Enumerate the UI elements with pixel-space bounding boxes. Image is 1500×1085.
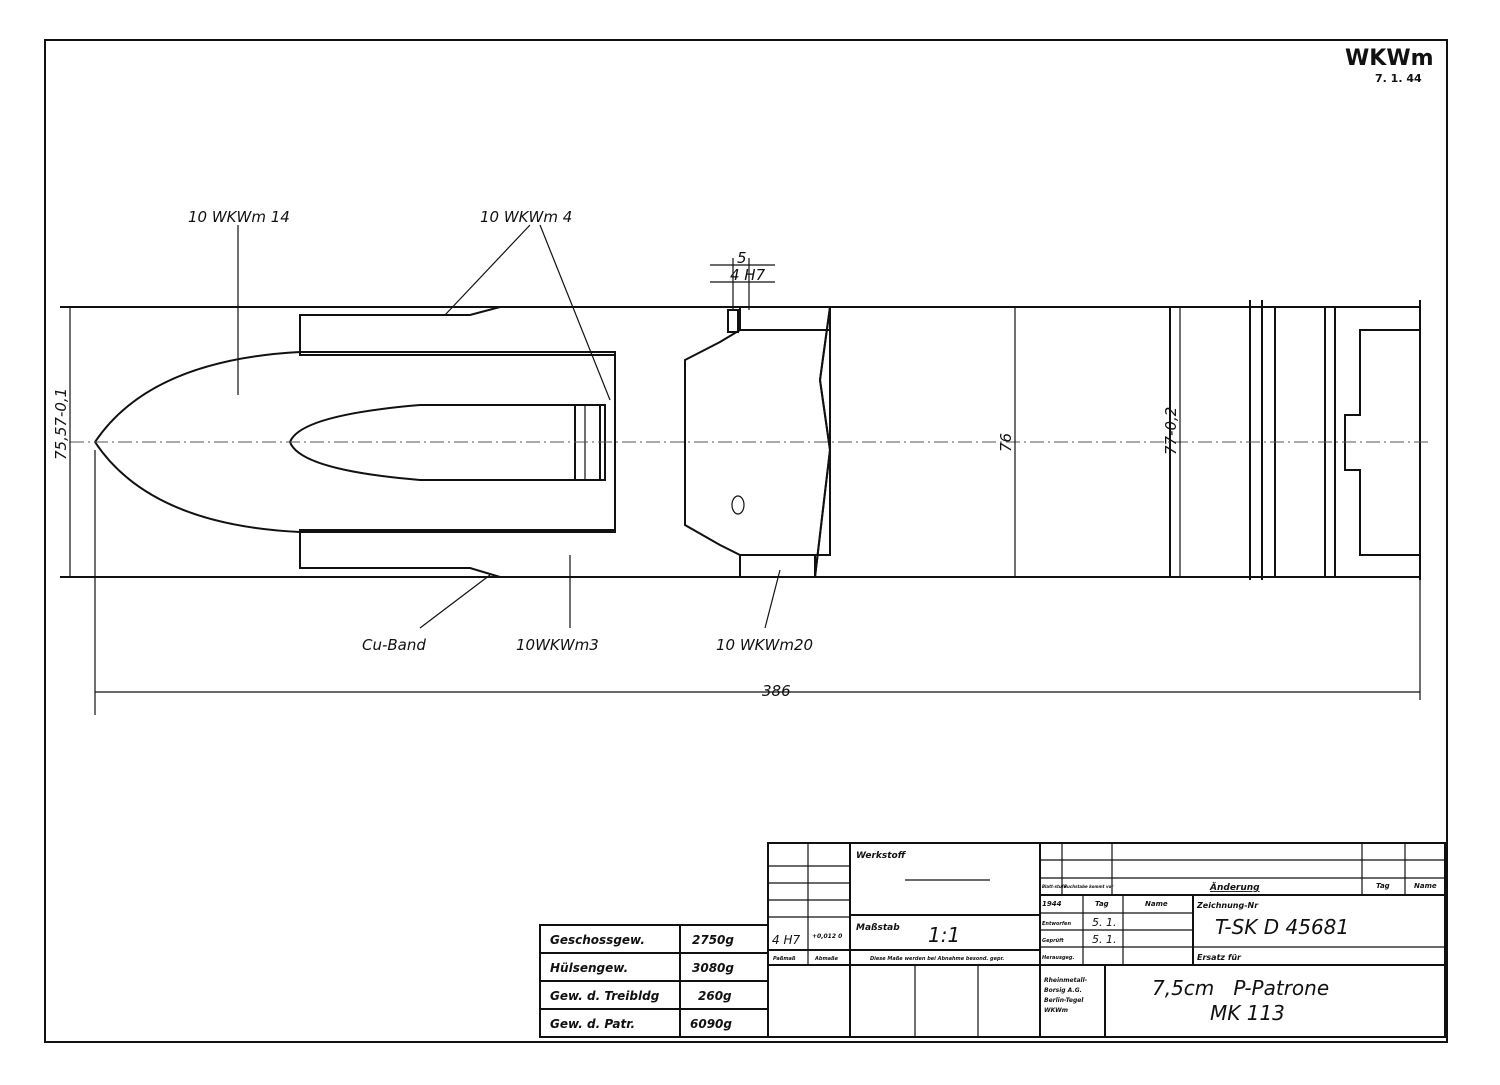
herausgeg-label: Herausgeg. <box>1042 955 1075 961</box>
weight-label: Gew. d. Treibldg <box>550 989 660 1003</box>
dim-4h7: 4 H7 <box>730 266 766 284</box>
dim-front-diameter: 75,57-0,1 <box>52 388 70 460</box>
company-line: Rheinmetall- <box>1044 977 1088 984</box>
blatt-label: Blatt-stufe <box>1042 884 1066 889</box>
massstab-label: Maßstab <box>856 923 900 933</box>
ersatz-label: Ersatz für <box>1197 953 1242 962</box>
projectile <box>93 351 616 533</box>
weight-label: Hülsengew. <box>550 961 628 975</box>
company-line: Berlin-Tegel <box>1044 997 1084 1004</box>
drawing-border <box>44 39 1448 1043</box>
drawing-number-label: Zeichnung-Nr <box>1196 901 1259 910</box>
name-header: Name <box>1414 882 1437 890</box>
label-part-20: 10 WKWm20 <box>716 636 813 654</box>
label-part-14: 10 WKWm 14 <box>188 208 290 226</box>
werkstoff-label: Werkstoff <box>856 851 907 861</box>
cartridge-section <box>60 300 1430 580</box>
weight-value: 6090g <box>690 1017 732 1031</box>
entworfen-date: 5. 1. <box>1092 916 1117 929</box>
geprueft-label: Geprüft <box>1042 938 1064 944</box>
company-line: Borsig A.G. <box>1044 987 1082 994</box>
tag-header: Tag <box>1376 882 1390 890</box>
buchstabe-label: Buchstabe kommt vor <box>1064 884 1114 889</box>
dim-5: 5 <box>737 249 747 267</box>
dim-77: 77-0,2 <box>1162 407 1180 455</box>
weight-label: Geschossgew. <box>550 933 645 947</box>
weight-value: 2750g <box>692 933 734 947</box>
weight-label: Gew. d. Patr. <box>550 1017 635 1031</box>
label-part-4: 10 WKWm 4 <box>480 208 572 226</box>
label-cu-band: Cu-Band <box>362 636 426 654</box>
aenderung-label: Änderung <box>1209 882 1260 893</box>
drawing-number: T-SK D 45681 <box>1215 915 1349 939</box>
title-block <box>767 842 1446 1038</box>
tag-col: Tag <box>1095 900 1109 908</box>
leader-lines <box>237 224 781 629</box>
entworfen-label: Entworfen <box>1042 921 1071 927</box>
fit-deviation: +0,012 0 <box>812 933 842 940</box>
weights-table: Geschossgew. 2750g Hülsengew. 3080g Gew.… <box>539 924 769 1038</box>
weight-value: 3080g <box>692 961 734 975</box>
company-line: WKWm <box>1044 1007 1068 1014</box>
label-part-3: 10WKWm3 <box>516 636 599 654</box>
fit-tolerance: 4 H7 <box>772 933 800 947</box>
drawing-date: 7. 1. 44 <box>1375 72 1422 85</box>
geprueft-date: 5. 1. <box>1092 933 1117 946</box>
drawing-mark: WKWm <box>1345 46 1434 71</box>
dim-length: 386 <box>762 682 791 700</box>
inspection-note: Diese Maße werden bei Abnahme besond. ge… <box>870 956 1004 962</box>
abmasse-label: Abmaße <box>814 956 839 962</box>
weight-value: 260g <box>698 989 732 1003</box>
drawing-title: 7,5cm P-Patrone <box>1152 976 1329 1000</box>
drawing-subtitle: MK 113 <box>1210 1001 1285 1025</box>
dimensions <box>69 258 1421 715</box>
passmass-label: Paßmaß <box>773 956 796 962</box>
year: 1944 <box>1042 900 1062 908</box>
scale-value: 1:1 <box>928 923 960 947</box>
dim-76: 76 <box>997 433 1015 452</box>
name-col: Name <box>1145 900 1168 908</box>
